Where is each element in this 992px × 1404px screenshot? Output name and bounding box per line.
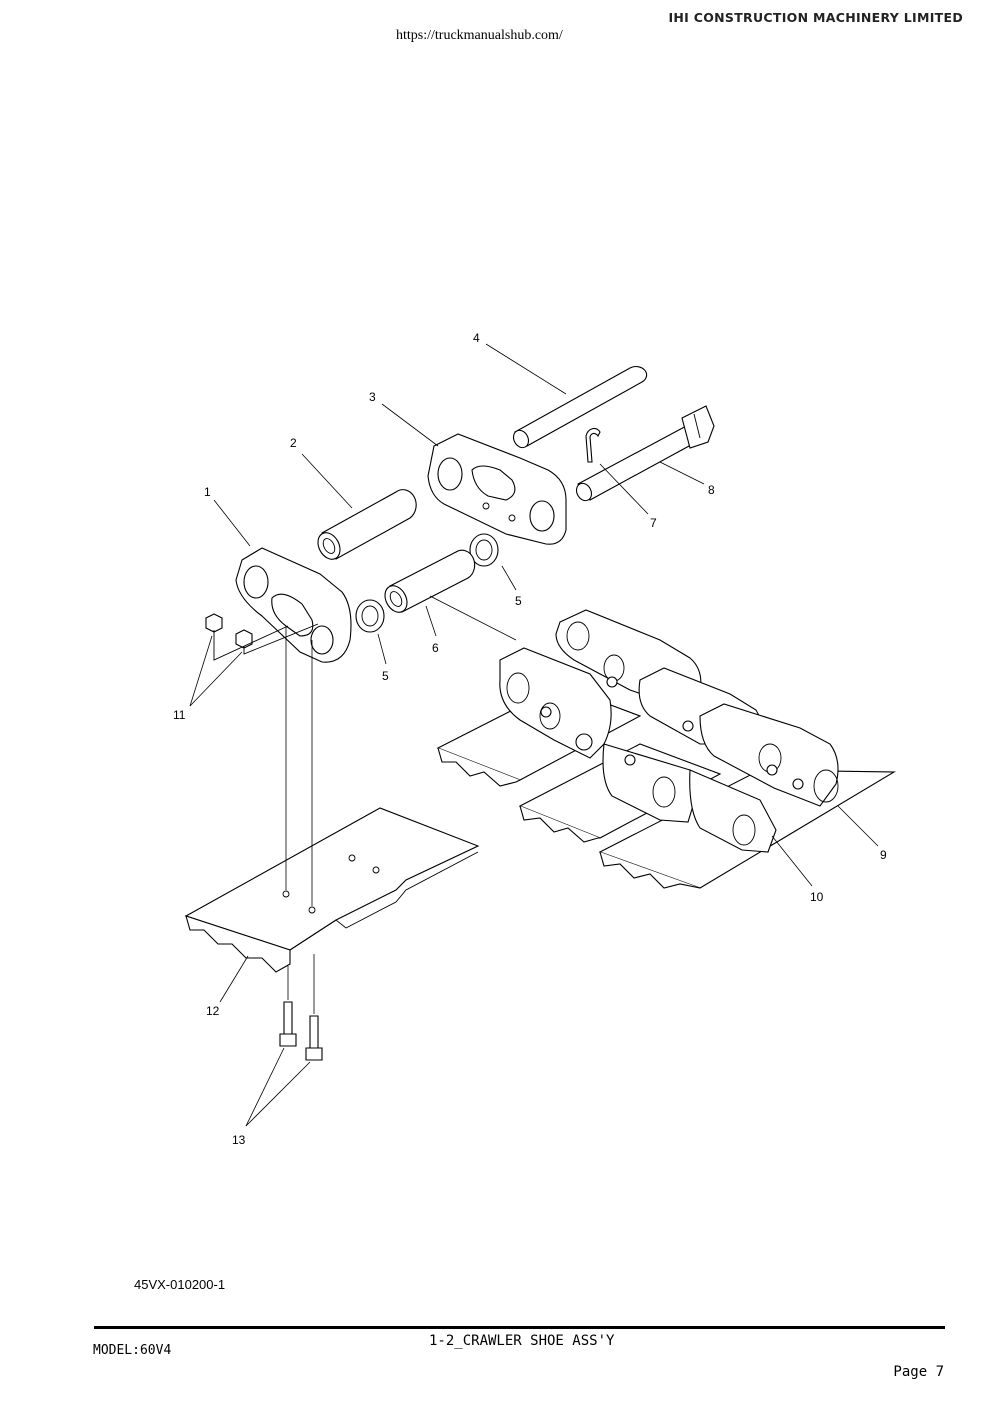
part-12-shoe-plate <box>184 807 480 973</box>
callout-7: 7 <box>650 516 657 530</box>
source-url: https://truckmanualshub.com/ <box>396 28 563 43</box>
assembled-track-chain <box>436 609 896 889</box>
callout-11: 11 <box>173 708 186 722</box>
callout-6: 6 <box>432 641 439 655</box>
model-label: MODEL:60V4 <box>93 1343 172 1358</box>
callout-2: 2 <box>290 436 297 450</box>
callout-5-upper: 5 <box>515 594 522 608</box>
drawing-number: 45VX-010200-1 <box>134 1277 226 1292</box>
callout-5-lower: 5 <box>382 669 389 683</box>
part-6-bushing <box>384 549 476 613</box>
company-name: IHI CONSTRUCTION MACHINERY LIMITED <box>668 10 963 25</box>
part-8-headed-pin <box>575 405 715 502</box>
part-5-seal-lower <box>355 599 385 633</box>
part-3-link <box>427 433 567 545</box>
section-title: 1-2_CRAWLER SHOE ASS'Y <box>429 1333 615 1349</box>
part-1-link <box>235 547 352 663</box>
part-2-bushing <box>317 489 417 560</box>
callout-9: 9 <box>880 848 887 862</box>
leader-lines <box>189 343 879 1127</box>
callout-1: 1 <box>204 485 211 499</box>
part-7-cotter-pin <box>585 427 601 463</box>
assembly-guide-lines <box>285 595 517 1014</box>
callout-10: 10 <box>810 890 824 904</box>
callout-labels: 4 3 2 1 8 7 5 6 5 11 9 10 12 13 <box>173 331 887 1147</box>
callout-12: 12 <box>206 1004 220 1018</box>
callout-3: 3 <box>369 390 376 404</box>
footer-rule <box>94 1326 945 1329</box>
callout-13: 13 <box>232 1133 246 1147</box>
callout-4: 4 <box>473 331 480 345</box>
part-13-bolts <box>279 1001 323 1061</box>
part-11-nuts <box>205 613 319 661</box>
part-5-seal-upper <box>469 533 499 567</box>
page-number: Page 7 <box>893 1364 944 1380</box>
callout-8: 8 <box>708 483 715 497</box>
part-4-pin <box>512 366 648 449</box>
